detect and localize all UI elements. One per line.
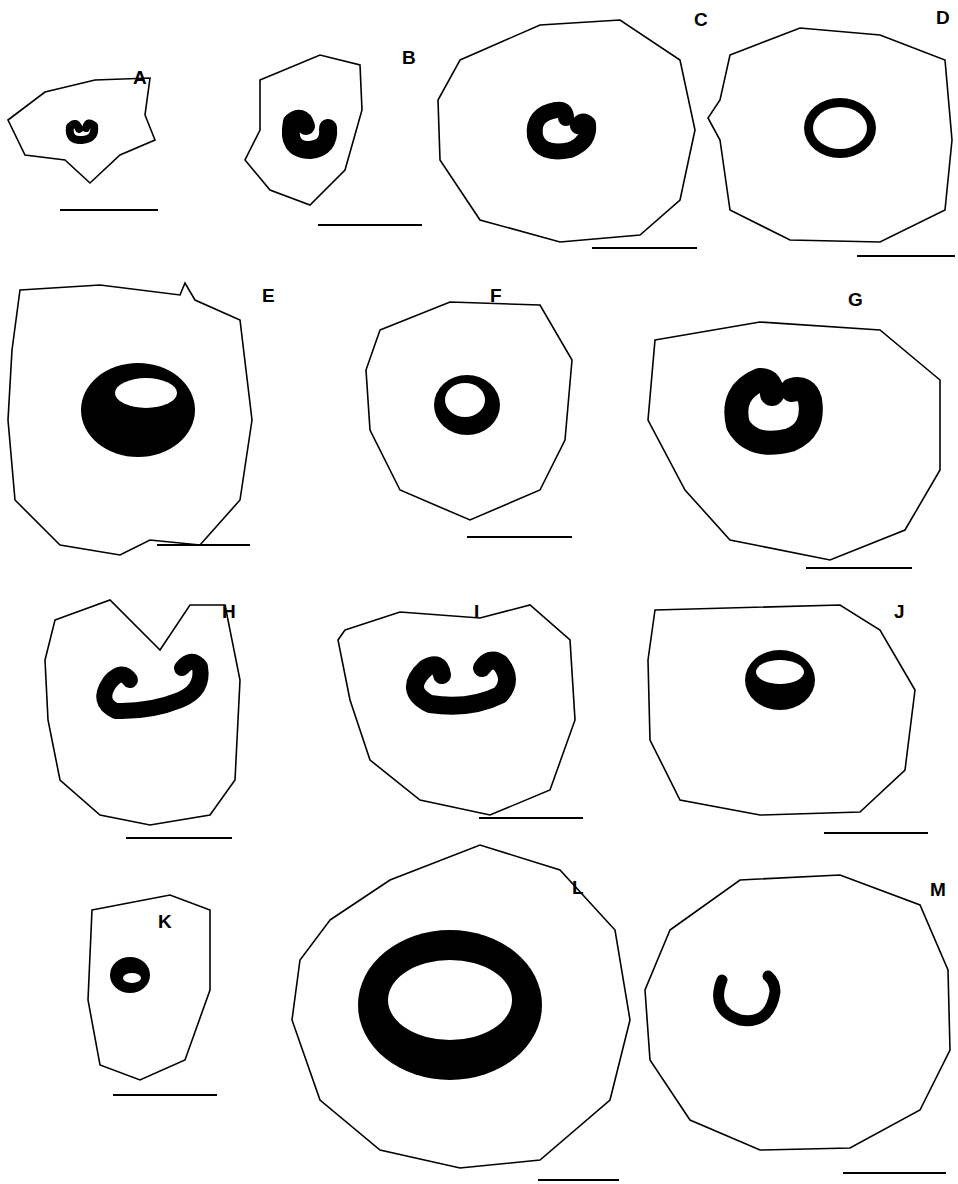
vascular-arc	[415, 660, 507, 705]
ring-lumen	[388, 960, 512, 1040]
scale-bar	[479, 817, 583, 819]
vascular-arc	[104, 662, 200, 711]
section-outline	[648, 605, 915, 815]
vascular-ring	[745, 650, 815, 710]
ring-lumen	[756, 660, 804, 684]
panel-letter: G	[848, 290, 863, 309]
panel-letter: I	[474, 602, 479, 621]
section-outline	[648, 322, 940, 560]
panel-letter: F	[490, 286, 502, 305]
panel-letter: D	[936, 8, 950, 27]
vascular-arc	[719, 976, 775, 1021]
scale-bar	[538, 1179, 619, 1181]
scale-bar	[126, 837, 232, 839]
panel-letter: H	[222, 602, 236, 621]
panel-letter: J	[894, 602, 905, 621]
vascular-ring	[81, 363, 195, 457]
panel-letter: A	[133, 68, 147, 87]
panel-letter: M	[930, 880, 946, 899]
section-outline	[708, 28, 952, 242]
scale-bar	[843, 1172, 946, 1174]
section-outline	[338, 605, 575, 815]
scale-bar	[824, 832, 928, 834]
scale-bar	[592, 247, 697, 249]
vascular-arc	[535, 110, 589, 152]
ring-lumen	[123, 973, 141, 983]
scale-bars	[60, 210, 955, 1180]
scale-bar	[467, 536, 572, 538]
ring-lumen	[445, 383, 485, 417]
scale-bar	[318, 224, 422, 226]
panel-letter: E	[262, 286, 275, 305]
scale-bar	[857, 255, 955, 257]
panel-letter: B	[402, 48, 416, 67]
section-outline	[366, 302, 572, 520]
panel-letter: C	[694, 10, 708, 29]
panel-letter: K	[158, 912, 172, 931]
section-outline	[292, 845, 630, 1168]
scale-bar	[113, 1094, 217, 1096]
section-outline	[8, 283, 252, 555]
vascular-ring	[434, 375, 500, 435]
vascular-ring	[358, 930, 542, 1080]
vascular-arc	[70, 123, 95, 140]
ring-lumen	[115, 378, 177, 408]
section-outline	[245, 55, 362, 205]
scale-bar	[157, 544, 250, 546]
scale-bar	[60, 209, 158, 211]
section-outline	[438, 20, 695, 242]
section-outline	[8, 78, 155, 183]
vascular-ring	[804, 98, 876, 158]
vascular-arc	[291, 119, 328, 150]
vascular-ring	[110, 957, 150, 993]
vascular-arc	[736, 380, 811, 443]
scale-bar	[806, 567, 912, 569]
section-outlines	[8, 20, 952, 1168]
section-outline	[45, 600, 240, 825]
section-outline	[88, 895, 210, 1080]
ring-bundles	[81, 98, 876, 1080]
section-outline	[645, 875, 950, 1150]
panel-letter: L	[572, 878, 584, 897]
ring-lumen	[813, 107, 867, 149]
arc-bundles	[70, 110, 811, 1021]
